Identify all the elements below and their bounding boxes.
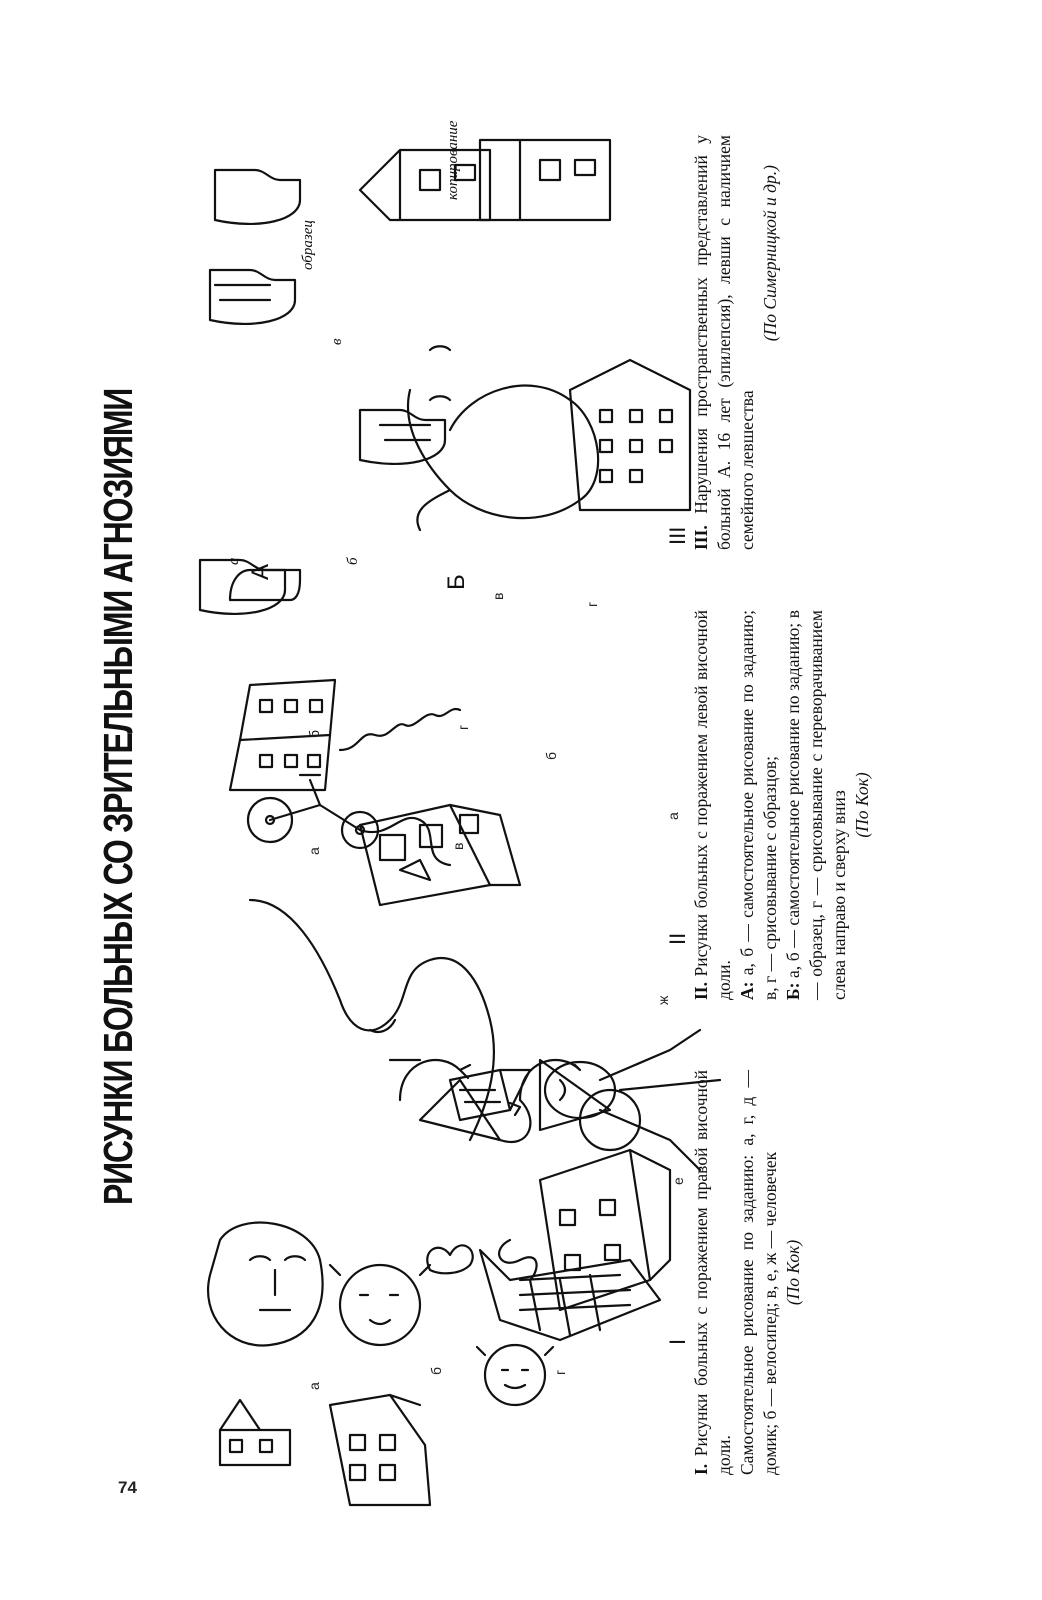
label-I-a: а bbox=[306, 1382, 322, 1390]
drawing-house-a bbox=[228, 678, 462, 792]
drawing-house-IIIb bbox=[568, 358, 692, 512]
caption-III-source: (По Симерницкой и др.) bbox=[760, 165, 780, 342]
drawing-triangle-IIBg bbox=[518, 1058, 642, 1152]
caption-II-B-head: Б: bbox=[783, 982, 803, 1000]
label-III-copy: копирование bbox=[445, 120, 461, 200]
label-III-sample: образец bbox=[300, 220, 316, 270]
label-II-g: г bbox=[455, 724, 471, 730]
caption-III: III. Нарушения пространственных представ… bbox=[690, 135, 782, 550]
label-II-v: в bbox=[450, 842, 466, 850]
label-I-b: б bbox=[428, 1366, 444, 1375]
drawing-house-IIBa bbox=[498, 1148, 672, 1312]
drawing-person-zh bbox=[426, 1244, 662, 1342]
caption-II-head: II. bbox=[691, 982, 711, 1000]
drawing-house-d bbox=[448, 1068, 532, 1122]
caption-II-text: Рисунки больных с поражением левой височ… bbox=[691, 609, 734, 1000]
figure-letter-B: Б bbox=[443, 574, 470, 590]
caption-II-source: (По Кок) bbox=[852, 772, 872, 838]
caption-I: I. Рисунки больных с поражением правой в… bbox=[690, 1070, 805, 1475]
drawing-bicycle-b bbox=[246, 773, 452, 867]
label-III-b: б bbox=[345, 557, 361, 565]
page-number: 74 bbox=[118, 1478, 137, 1497]
figure-roman-III: III bbox=[665, 526, 690, 545]
drawing-house-sample bbox=[358, 148, 492, 222]
drawing-house-copy bbox=[478, 138, 612, 222]
caption-I-line2: Самостоятельное рисование по заданию: а,… bbox=[737, 1070, 780, 1475]
drawing-bottles-IIIa bbox=[198, 168, 447, 616]
figure-roman-II: II bbox=[665, 932, 690, 945]
label-III-v: в bbox=[329, 338, 345, 345]
drawing-house-g bbox=[358, 803, 522, 907]
drawing-triangle-IIBv bbox=[398, 1058, 532, 1143]
figure-roman-I: I bbox=[665, 1338, 690, 1345]
caption-II-B-text: а, б — самостоятельное рисование по зада… bbox=[783, 610, 849, 1000]
label-I-g: г bbox=[552, 1369, 568, 1375]
label-II-a: а bbox=[306, 847, 322, 855]
caption-I-text: Рисунки больных с поражением правой висо… bbox=[691, 1070, 734, 1475]
caption-I-head: I. bbox=[691, 1463, 711, 1475]
drawing-face-IIAb bbox=[207, 1221, 324, 1347]
caption-II-A-head: А: bbox=[737, 981, 757, 1000]
drawing-person-IIIb bbox=[407, 345, 600, 532]
label-II-g2: г bbox=[584, 601, 600, 607]
label-II-b: б bbox=[306, 729, 322, 738]
caption-II: II. Рисунки больных с поражением левой в… bbox=[690, 610, 874, 1000]
label-I-zh: ж bbox=[655, 995, 671, 1005]
caption-I-source: (По Кок) bbox=[783, 1239, 803, 1306]
label-I-e: е bbox=[670, 1177, 686, 1185]
caption-III-text: Нарушения пространственных представлений… bbox=[691, 135, 757, 550]
drawing-profile-v bbox=[248, 898, 496, 1142]
label-III-a: а bbox=[226, 557, 242, 566]
drawing-face-IIAg bbox=[328, 1263, 432, 1347]
caption-II-A-text: а, б — самостоятельное рисование по зада… bbox=[737, 610, 780, 1000]
label-II-b2: б bbox=[543, 751, 559, 760]
drawing-house-IIAv bbox=[328, 1393, 432, 1507]
drawing-house-IIAa bbox=[218, 1398, 292, 1467]
label-II-a2: а bbox=[665, 812, 681, 820]
figure-letter-A: А bbox=[247, 563, 274, 580]
label-II-v2: в bbox=[490, 592, 506, 600]
caption-III-head: III. bbox=[691, 525, 711, 550]
drawing-face-IIBb bbox=[475, 1343, 555, 1407]
